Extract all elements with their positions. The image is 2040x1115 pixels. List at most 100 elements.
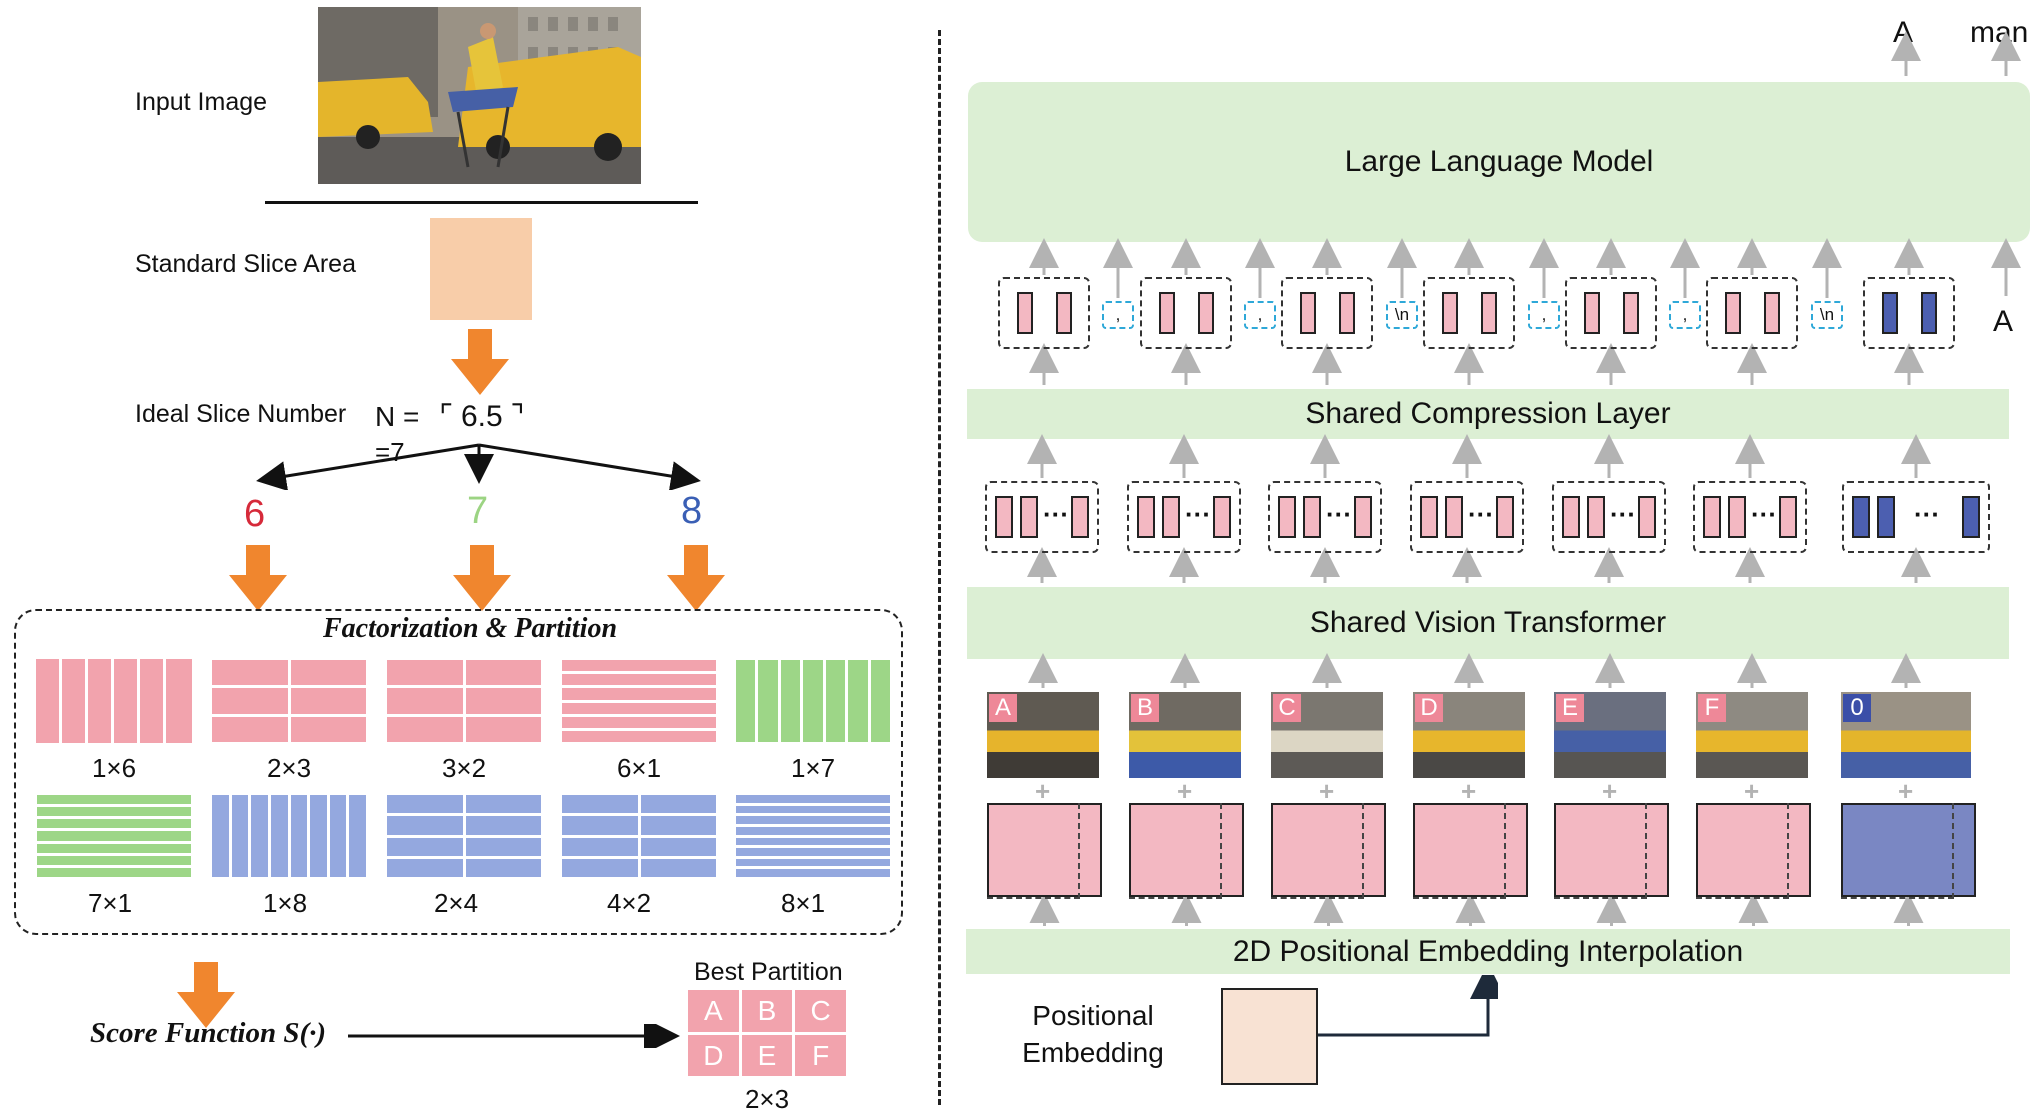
score-function: Score Function S(·): [90, 1017, 327, 1049]
n-formula: N = ⌜ 6.5 ⌝: [375, 399, 525, 434]
image-slice: A: [987, 692, 1099, 778]
token: [1496, 496, 1514, 538]
token: [1587, 496, 1605, 538]
token: [1962, 496, 1980, 538]
partition-label: 1×7: [790, 753, 836, 783]
partition-label: 2×4: [433, 888, 479, 918]
compressed-token-group: [1281, 277, 1373, 349]
n-value: 6.5: [460, 400, 503, 433]
token: [995, 496, 1013, 538]
ceil-left: ⌜: [439, 400, 454, 433]
pos-emb-label: Positional Embedding: [1003, 997, 1183, 1071]
slice-letter: A: [989, 694, 1017, 722]
input-image-label: Input Image: [135, 88, 268, 116]
emb-dashed: [1554, 803, 1647, 899]
token: [1278, 496, 1296, 538]
token: [1562, 496, 1580, 538]
image-slice: B: [1129, 692, 1241, 778]
partition-4x2: [559, 792, 719, 880]
ellipsis: ···: [1326, 499, 1352, 529]
divider-line: [265, 201, 698, 204]
partition-label: 1×6: [91, 753, 137, 783]
pos-emb-square: [1221, 988, 1318, 1085]
llm-box: Large Language Model: [968, 82, 2030, 242]
token: [1162, 496, 1180, 538]
branch-arrows: [256, 443, 701, 490]
pos-emb-label-line2: Embedding: [1022, 1037, 1164, 1068]
vit-token-group: ···: [1552, 481, 1666, 553]
partition-label: 1×8: [262, 888, 308, 918]
orange-down-arrow: [667, 545, 725, 611]
interp-layer: 2D Positional Embedding Interpolation: [966, 929, 2010, 974]
best-partition-dims: 2×3: [744, 1084, 790, 1114]
plus-sign: +: [1035, 776, 1051, 806]
candidate-6: 6: [244, 493, 266, 535]
vit-token-group: ···: [1410, 481, 1524, 553]
partition-label: 7×1: [87, 888, 133, 918]
factorization-title: Factorization & Partition: [322, 613, 618, 644]
token: [1071, 496, 1089, 538]
image-slice: C: [1271, 692, 1383, 778]
token: [1877, 496, 1895, 538]
interpolated-embedding: [1413, 803, 1528, 899]
vit-token-group: ···: [1127, 481, 1241, 553]
best-cell: F: [795, 1034, 846, 1076]
slice-letter: 0: [1843, 694, 1871, 722]
pos-emb-label-line1: Positional: [1032, 1000, 1154, 1031]
token: [1725, 292, 1741, 334]
emb-dashed: [1271, 803, 1364, 899]
partition-label: 4×2: [606, 888, 652, 918]
orange-down-arrow: [177, 962, 235, 1028]
ellipsis: ···: [1185, 499, 1211, 529]
plus-sign: +: [1177, 776, 1193, 806]
separator-token: \n: [1811, 301, 1843, 329]
token: [1137, 496, 1155, 538]
best-cell: D: [688, 1034, 739, 1076]
emb-dashed: [1841, 803, 1954, 899]
separator-token: ,: [1528, 301, 1560, 329]
token: [1481, 292, 1497, 334]
image-slice: E: [1554, 692, 1666, 778]
partition-2x3: [209, 657, 369, 745]
ellipsis: ···: [1751, 499, 1777, 529]
token: [1728, 496, 1746, 538]
token: [1882, 292, 1898, 334]
partition-label: 2×3: [266, 753, 312, 783]
best-partition-label: Best Partition: [694, 958, 843, 986]
token: [1445, 496, 1463, 538]
ceil-right: ⌝: [510, 400, 525, 433]
candidate-7: 7: [467, 490, 489, 532]
compressed-token-group: [1706, 277, 1798, 349]
compressed-token-group: [1863, 277, 1955, 349]
image-slice: F: [1696, 692, 1808, 778]
emb-dashed: [1413, 803, 1506, 899]
token: [1764, 292, 1780, 334]
slice-letter: E: [1556, 694, 1584, 722]
emb-dashed: [1696, 803, 1789, 899]
token: [1852, 496, 1870, 538]
partition-1x8: [209, 792, 369, 880]
token: [1779, 496, 1797, 538]
best-partition-grid: A B C D E F: [688, 990, 846, 1076]
orange-down-arrow: [451, 329, 509, 395]
vision-transformer: Shared Vision Transformer: [967, 587, 2009, 659]
token: [1056, 292, 1072, 334]
token: [1198, 292, 1214, 334]
best-cell: C: [795, 990, 846, 1032]
vit-token-group: ···: [985, 481, 1099, 553]
vit-token-group: ···: [1268, 481, 1382, 553]
orange-down-arrow: [453, 545, 511, 611]
partition-1x7: [733, 657, 893, 745]
compressed-token-group: [1423, 277, 1515, 349]
ellipsis: ···: [1914, 499, 1940, 529]
candidate-8: 8: [681, 490, 703, 532]
token: [1339, 292, 1355, 334]
emb-dashed: [987, 803, 1080, 899]
plus-sign: +: [1319, 776, 1335, 806]
partition-2x4: [384, 792, 544, 880]
ellipsis: ···: [1468, 499, 1494, 529]
partition-7x1: [34, 792, 194, 880]
best-cell: E: [741, 1034, 793, 1076]
partition-label: 3×2: [441, 753, 487, 783]
